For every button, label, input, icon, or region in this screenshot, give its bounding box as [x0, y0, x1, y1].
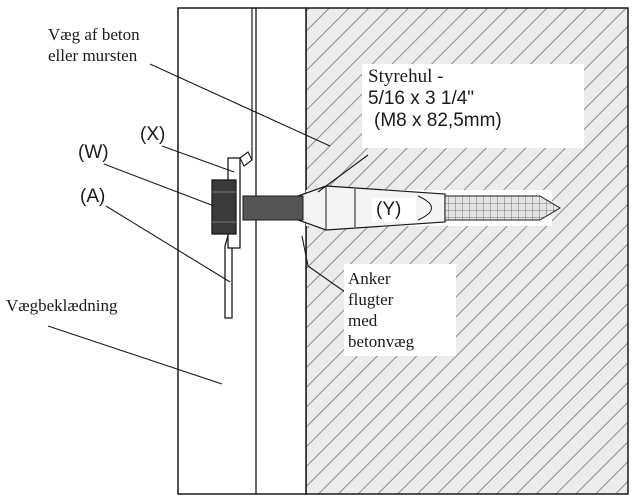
anchor-tip — [417, 195, 432, 221]
leader-w — [103, 163, 215, 207]
wall-label: Væg af beton eller mursten — [48, 24, 140, 66]
label-a: (A) — [80, 186, 106, 207]
washer-x-tab — [239, 151, 253, 167]
wall-cladding — [177, 7, 307, 495]
pilot-label-line2: 5/16 x 3 1/4" — [368, 88, 475, 109]
label-y: (Y) — [376, 199, 402, 220]
hex-nut-w — [211, 179, 237, 235]
screw-thread — [444, 195, 561, 221]
leader-a — [105, 205, 231, 283]
leader-wall — [149, 63, 331, 147]
pilot-label-line1: Styrehul - — [368, 66, 444, 87]
anchor-label-line2: flugter — [348, 290, 394, 309]
wall-label-line2: eller mursten — [48, 46, 138, 65]
pilot-label-line3: (M8 x 82,5mm) — [374, 110, 502, 131]
anchor-label-line4: betonvæg — [348, 332, 415, 351]
label-x: (X) — [140, 124, 166, 145]
anchor-label-line1: Anker — [348, 269, 391, 288]
anchor-label-line3: med — [348, 311, 378, 330]
wall-label-line1: Væg af beton — [48, 25, 140, 44]
leader-anchor — [301, 235, 346, 293]
leader-x — [161, 145, 235, 173]
anchor-sleeve — [297, 185, 446, 231]
label-w: (W) — [78, 142, 109, 163]
leader-pilot — [317, 154, 369, 193]
bolt-shank — [242, 195, 304, 221]
pilot-hole-label: Styrehul - 5/16 x 3 1/4" (M8 x 82,5mm) — [362, 64, 584, 148]
y-label-box — [372, 198, 416, 222]
siding-label: Vægbeklædning — [6, 296, 118, 315]
anchor-flush-label: Anker flugter med betonvæg — [344, 264, 456, 356]
leader-siding — [47, 325, 223, 385]
